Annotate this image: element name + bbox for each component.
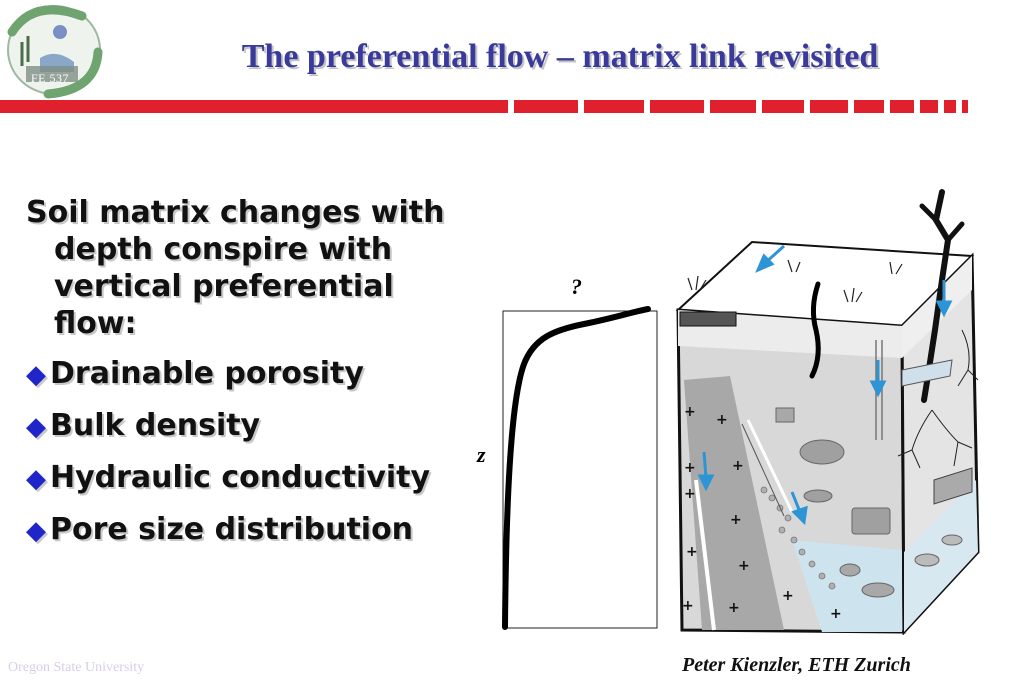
diamond-bullet-icon: ◆ [26, 360, 46, 390]
profile-curve [502, 306, 651, 630]
diamond-bullet-icon: ◆ [26, 412, 46, 442]
svg-text:+: + [686, 544, 698, 560]
bullet-text: Pore size distribution [50, 512, 414, 547]
bullet-item: ◆Bulk density [26, 407, 466, 446]
logo-graphic [7, 5, 103, 99]
svg-text:+: + [728, 600, 740, 616]
profile-frame [502, 310, 658, 629]
svg-text:+: + [684, 404, 696, 420]
bullet-text: Bulk density [50, 408, 261, 443]
slide-title: The preferential flow – matrix link revi… [241, 38, 879, 75]
svg-text:+: + [716, 412, 728, 428]
profile-depth-label: z [476, 442, 486, 467]
bullet-item: ◆Drainable porosity [26, 355, 466, 394]
bullet-text: Hydraulic conductivity [50, 460, 431, 495]
title-underline-bar [0, 100, 968, 113]
bullet-item: ◆Hydraulic conductivity [26, 459, 466, 498]
svg-text:+: + [684, 460, 696, 476]
image-credit: Peter Kienzler, ETH Zurich [682, 654, 911, 676]
svg-text:+: + [682, 598, 694, 614]
diamond-bullet-icon: ◆ [26, 516, 46, 546]
svg-text:+: + [830, 606, 842, 622]
bullet-text: Drainable porosity [50, 356, 364, 391]
svg-text:+: + [684, 486, 696, 502]
bullet-item: ◆Pore size distribution [26, 511, 466, 550]
diamond-bullet-icon: ◆ [26, 464, 46, 494]
svg-text:+: + [782, 588, 794, 604]
depth-profile-sketch: ? z [476, 274, 658, 630]
soil-block-illustration: + + + + + + + + + + + + [675, 189, 980, 635]
course-logo: FE 537 [4, 2, 108, 100]
svg-text:+: + [732, 458, 744, 474]
lead-text: Soil matrix changes with depth conspire … [26, 195, 445, 341]
footer-university: Oregon State University [8, 660, 145, 675]
svg-text:+: + [730, 512, 742, 528]
profile-top-label: ? [571, 274, 582, 299]
svg-text:+: + [738, 558, 750, 574]
logo-label: FE 537 [31, 71, 70, 85]
bullet-list: Soil matrix changes with depth conspire … [26, 194, 466, 550]
